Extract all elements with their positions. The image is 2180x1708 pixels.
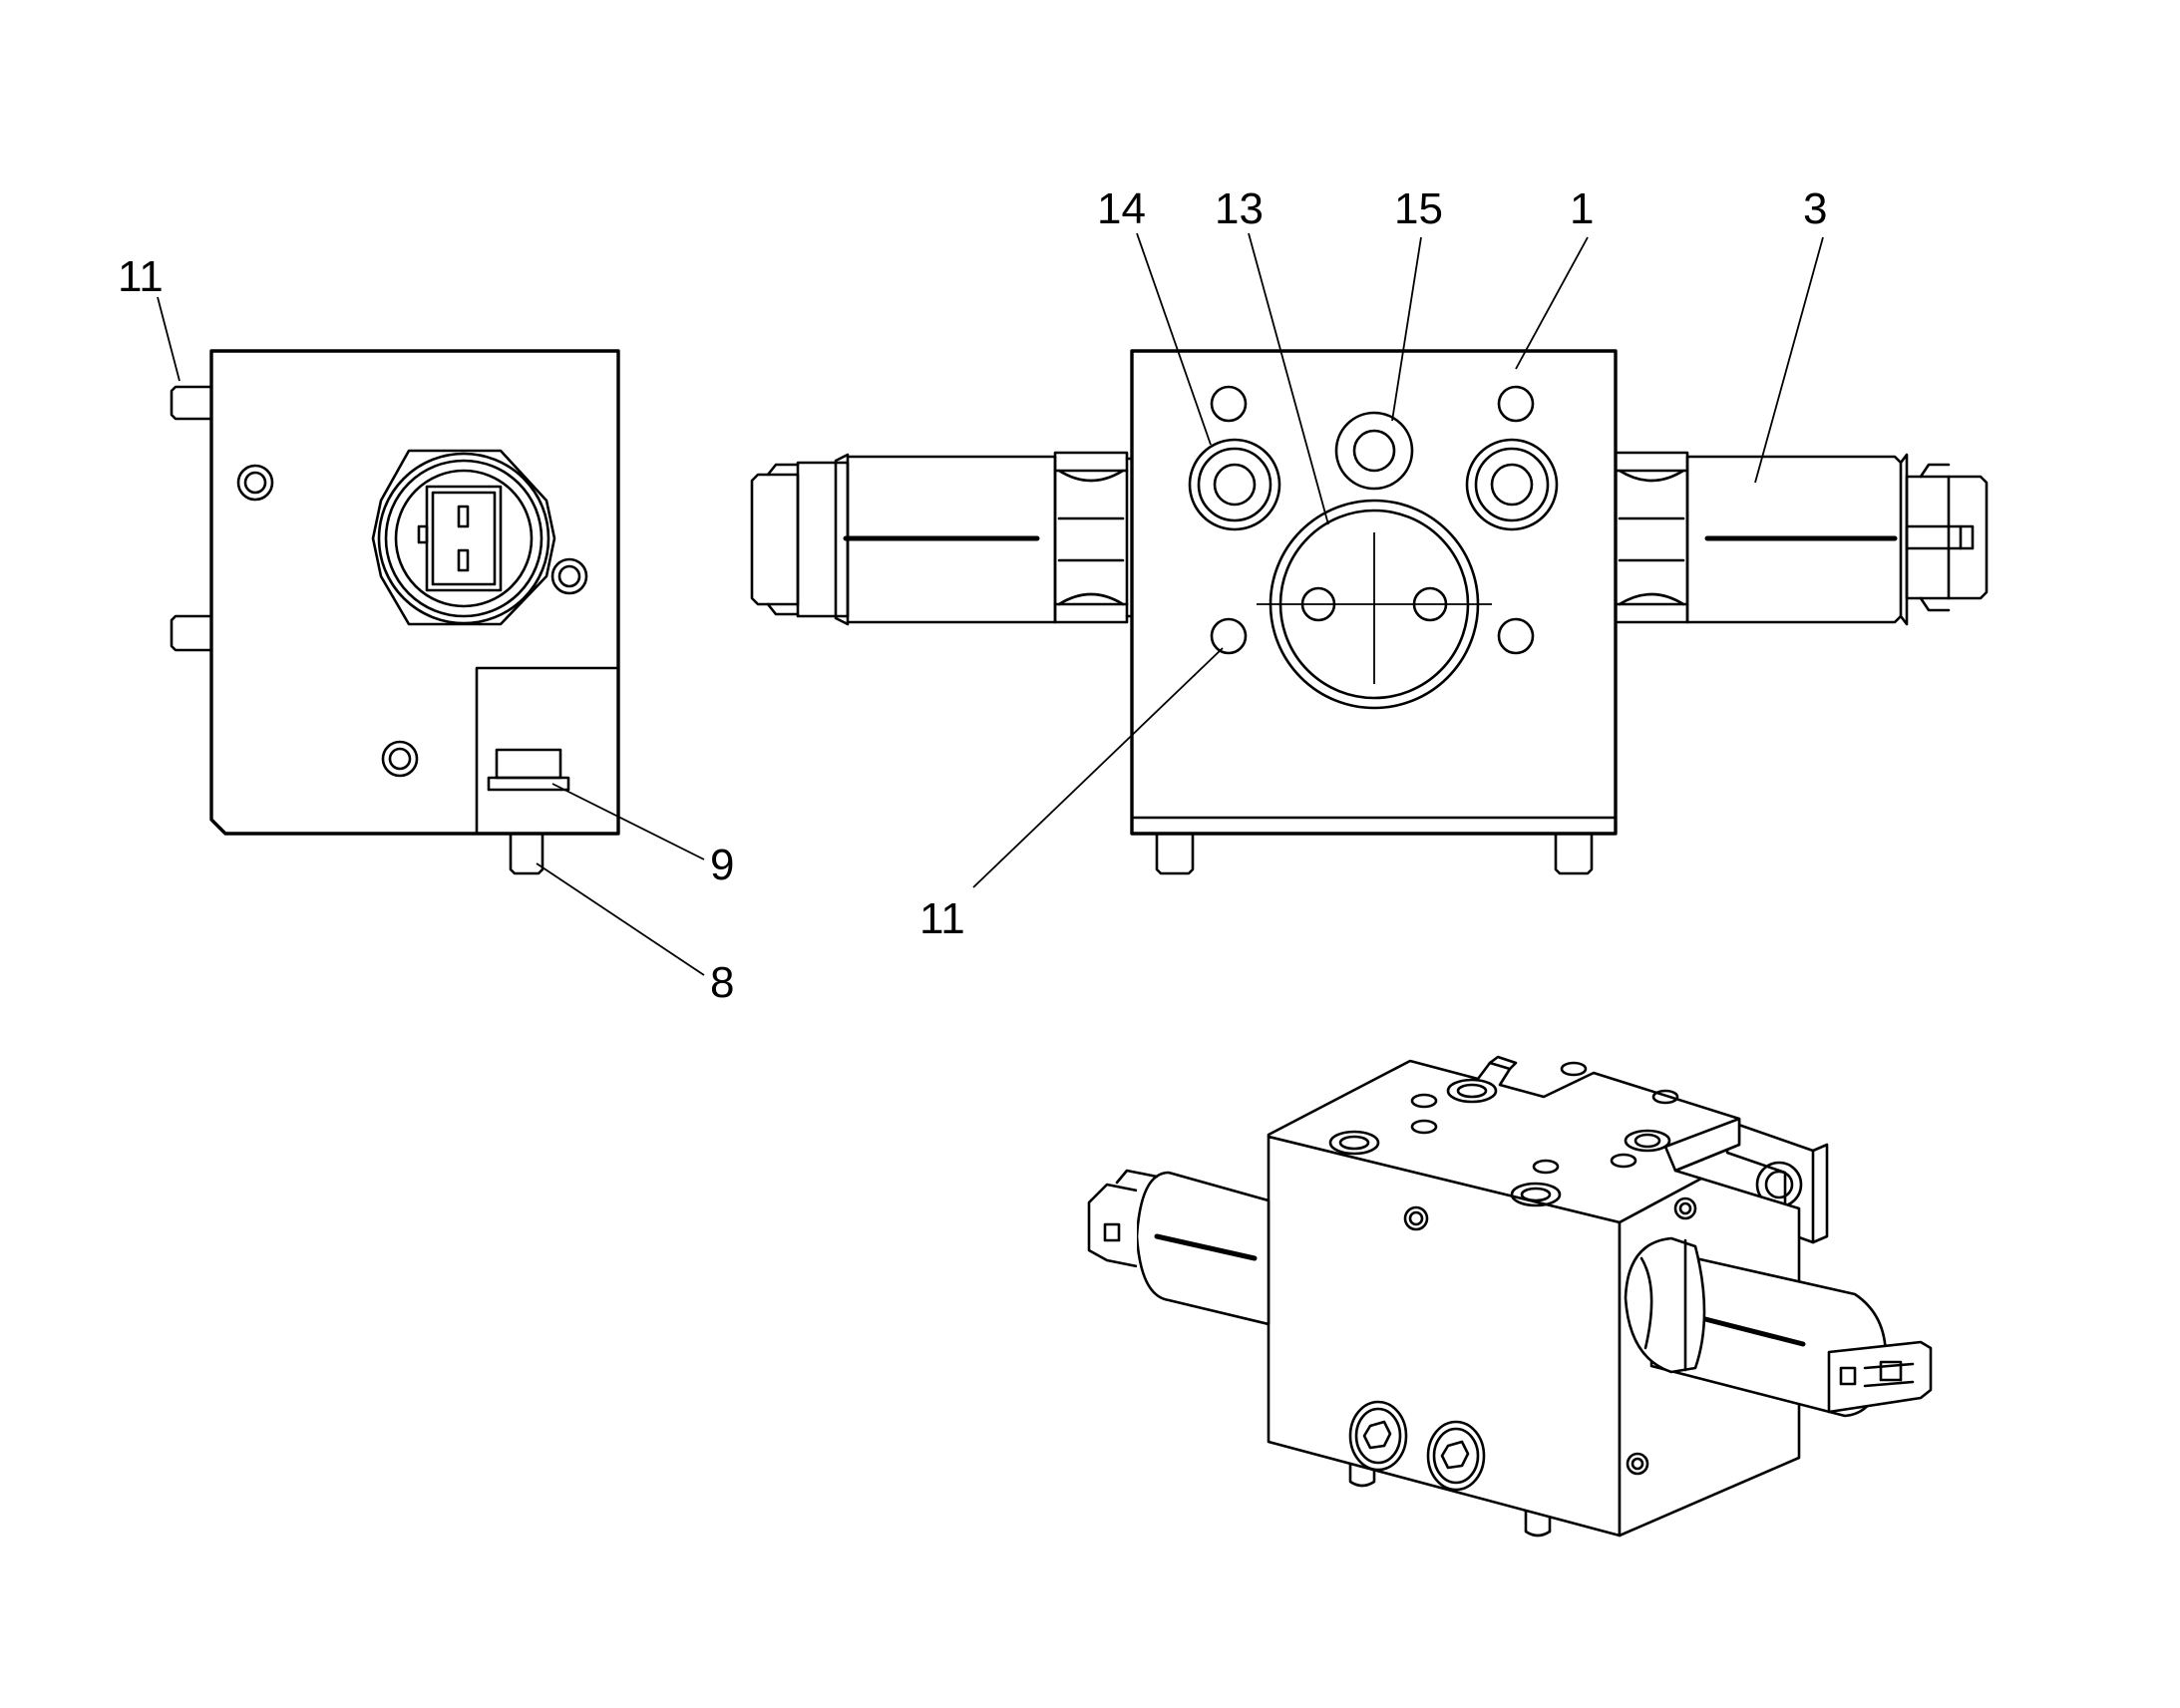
callout-8: 8: [710, 958, 734, 1007]
side-view: [170, 349, 620, 875]
callout-13: 13: [1215, 184, 1264, 233]
solenoid-right: [1614, 451, 1989, 626]
callout-labels: 11 9 8 14 13 15 1 3 11: [118, 184, 1827, 1007]
leader-lines: [157, 232, 1824, 976]
solenoid-left: [750, 451, 1134, 626]
callout-11-side: 11: [118, 252, 164, 301]
isometric-view: [1087, 1055, 1933, 1537]
callout-14: 14: [1097, 184, 1146, 233]
callout-15: 15: [1394, 184, 1443, 233]
callout-11-front: 11: [919, 894, 965, 943]
callout-3: 3: [1803, 184, 1827, 233]
callout-1: 1: [1570, 184, 1594, 233]
front-view: [750, 349, 1989, 875]
callout-9: 9: [710, 841, 734, 889]
